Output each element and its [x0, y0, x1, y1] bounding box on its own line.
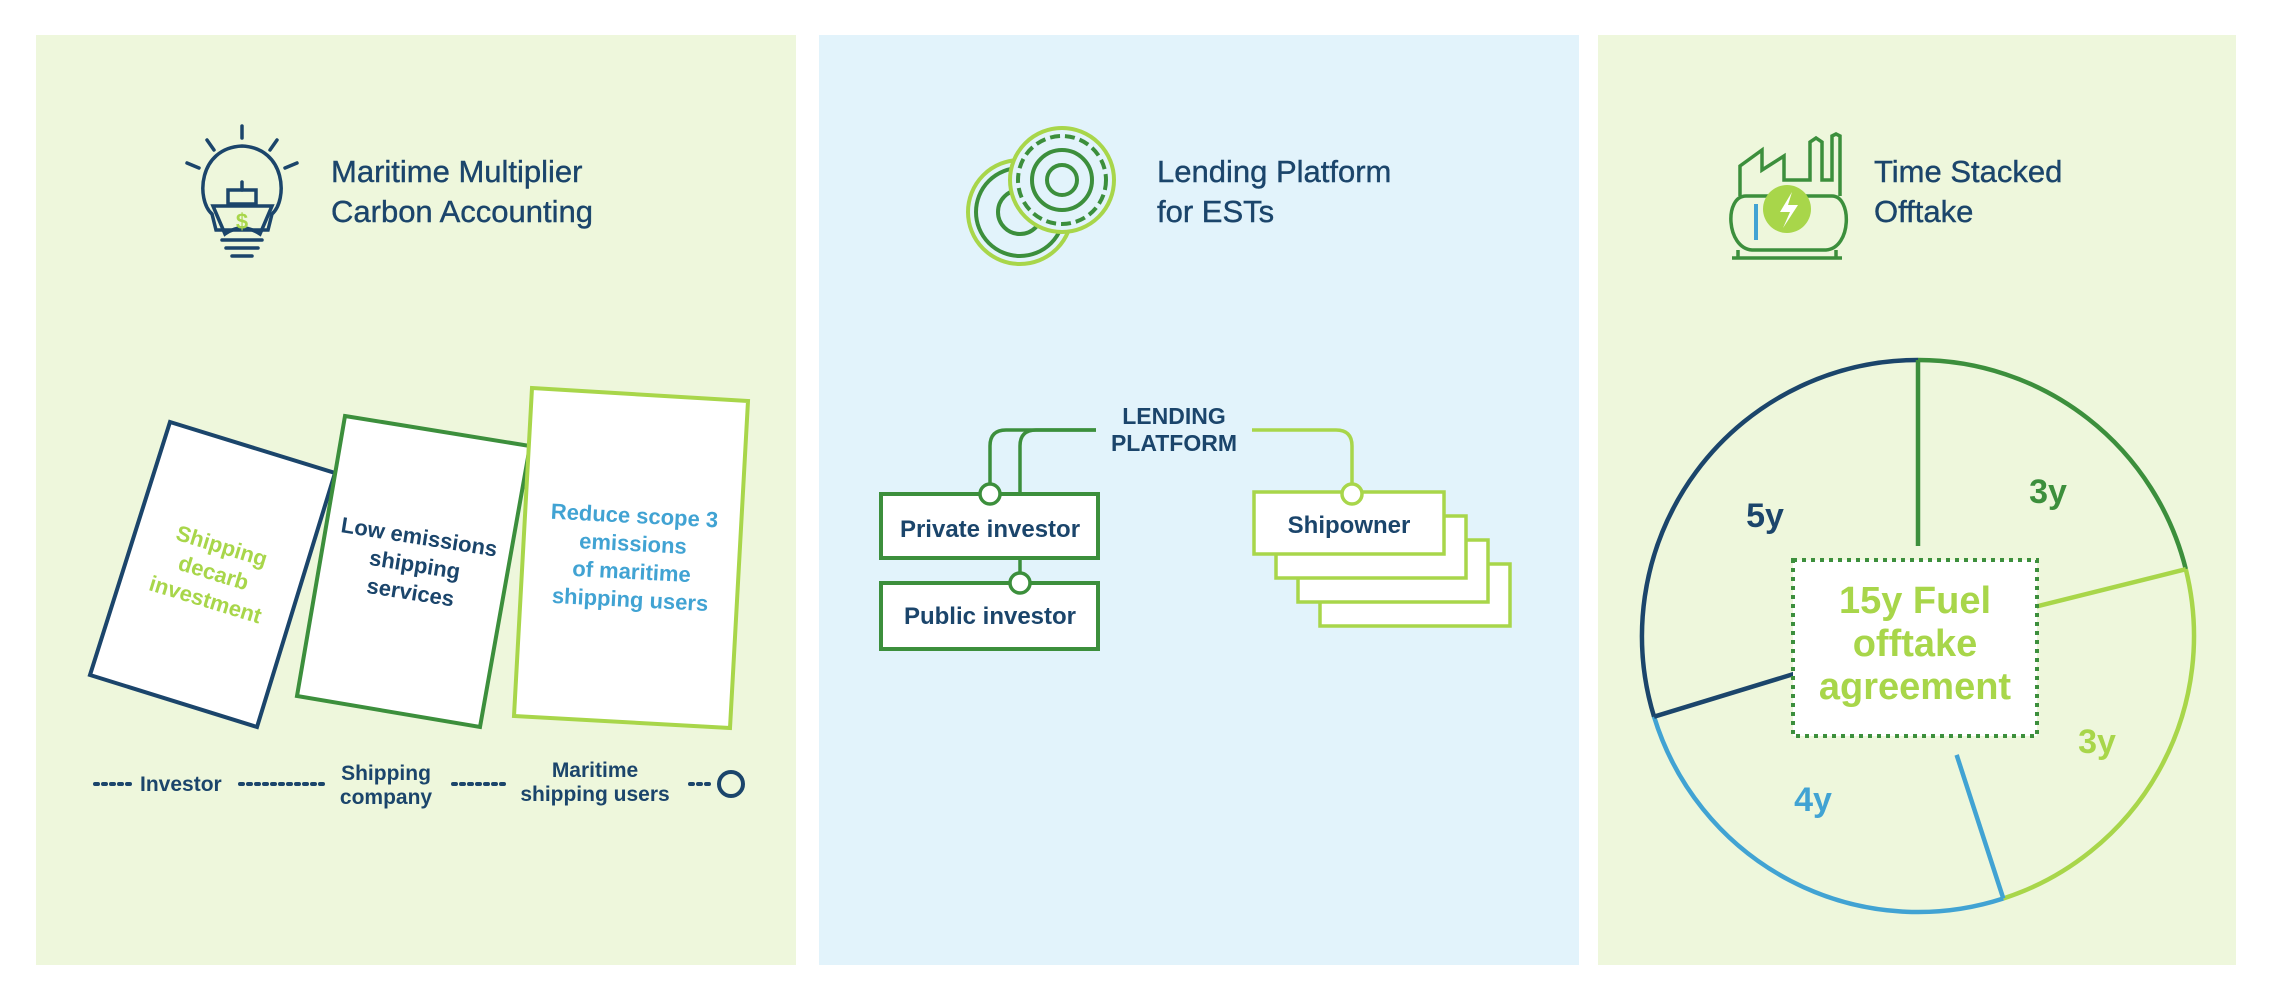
- chain-end-circle: [717, 770, 745, 798]
- segment-labels: 3y 3y 4y 5y: [1746, 473, 2116, 819]
- card-text-line: of maritime: [572, 556, 692, 587]
- value-chain: Investor Shipping company Maritime shipp…: [93, 759, 745, 809]
- lending-platform-label: LENDING: [1122, 403, 1226, 429]
- pie-segment-divider: [1954, 754, 2006, 900]
- offtake-pie-chart: [1639, 357, 2197, 915]
- lending-diagram: LENDING PLATFORM Private investor Public…: [879, 403, 1512, 651]
- pie-segment-arc: [1639, 357, 1919, 718]
- center-label-line: 15y Fuel: [1839, 580, 1991, 622]
- public-investor-box: Public investor: [879, 581, 1100, 651]
- shipowner-label: Shipowner: [1288, 512, 1411, 539]
- connector-node: [1008, 571, 1032, 595]
- connector-node: [978, 482, 1002, 506]
- public-investor-label: Public investor: [904, 603, 1076, 630]
- lending-platform-label: PLATFORM: [1111, 430, 1237, 456]
- card-reduce-scope3: Reduce scope 3 emissions of maritime shi…: [511, 385, 751, 731]
- chain-investor-label: Investor: [140, 773, 222, 796]
- dollar-sign-icon: $: [236, 209, 248, 234]
- chain-maritime-users-label: Maritime: [552, 759, 638, 782]
- pie-segment-arc: [1917, 357, 2188, 570]
- card-text-line: emissions: [579, 528, 688, 559]
- private-investor-box: Private investor: [879, 492, 1100, 560]
- segment-label: 5y: [1746, 497, 1784, 535]
- factory-energy-icon: [1729, 132, 1848, 260]
- lightbulb-ship-dollar-icon: [185, 124, 299, 258]
- time-stacked-offtake-title: Time Stacked Offtake: [1874, 154, 2063, 229]
- card-shipping-decarb: Shipping decarb investment: [87, 419, 338, 730]
- center-label-line: offtake: [1853, 623, 1978, 665]
- chain-shipping-company-label: Shipping: [341, 762, 431, 785]
- chain-maritime-users-label: shipping users: [520, 783, 669, 806]
- segment-label: 3y: [2029, 473, 2067, 511]
- card-low-emissions: Low emissions shipping services: [294, 413, 533, 730]
- private-investor-label: Private investor: [900, 516, 1080, 543]
- pie-segment-divider: [1653, 665, 1816, 719]
- chain-shipping-company-label: company: [340, 786, 433, 809]
- lending-platform-title: Lending Platform for ESTs: [1157, 154, 1392, 229]
- connector-node: [1340, 482, 1364, 506]
- center-label-line: agreement: [1819, 666, 2012, 708]
- segment-label: 3y: [2078, 723, 2116, 761]
- shipowner-stack: [1252, 490, 1512, 628]
- pie-segment-arc: [1651, 716, 2004, 915]
- pie-segment-divider: [2031, 567, 2187, 610]
- carbon-accounting-title: Maritime Multiplier Carbon Accounting: [331, 154, 593, 229]
- offtake-center-box: 15y Fuel offtake agreement: [1791, 558, 2039, 738]
- pie-segment-arc: [2002, 568, 2197, 901]
- gear-coins-icon: [966, 126, 1116, 266]
- segment-label: 4y: [1794, 781, 1832, 819]
